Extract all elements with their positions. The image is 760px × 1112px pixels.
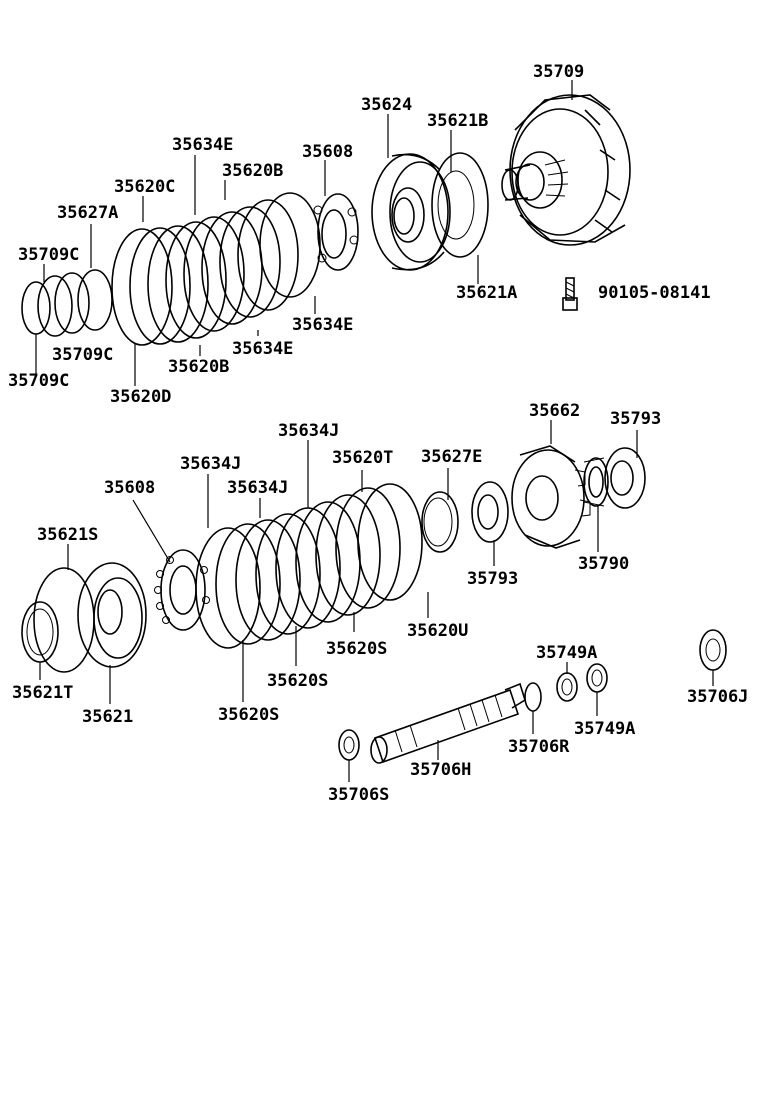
part-35608-retainer-top xyxy=(313,193,359,271)
label-35634E-top: 35634E xyxy=(172,135,233,155)
label-35634J-c: 35634J xyxy=(227,478,288,498)
label-35790: 35790 xyxy=(578,554,629,574)
label-35793-top: 35793 xyxy=(610,409,661,429)
label-35634E-bot: 35634E xyxy=(292,315,353,335)
leader-lines-lower xyxy=(39,420,714,782)
label-35634E-mid: 35634E xyxy=(232,339,293,359)
label-35620S-b: 35620S xyxy=(267,671,328,691)
label-35620U: 35620U xyxy=(407,621,468,641)
leader-lines-upper xyxy=(35,80,573,386)
label-35709C-a: 35709C xyxy=(18,245,79,265)
label-35620D: 35620D xyxy=(110,387,171,407)
label-35620B-top: 35620B xyxy=(222,161,283,181)
part-35662-outer-race xyxy=(511,445,591,549)
part-35624-piston xyxy=(371,153,451,271)
label-35749A-b: 35749A xyxy=(574,719,635,739)
label-35627A: 35627A xyxy=(57,203,118,223)
part-labels: 35709 35624 35621B 35634E 35608 35620B 3… xyxy=(8,62,748,805)
label-35621T: 35621T xyxy=(12,683,73,703)
label-35749A-a: 35749A xyxy=(536,643,597,663)
label-35624: 35624 xyxy=(361,95,412,115)
label-35620C: 35620C xyxy=(114,177,175,197)
part-35627E-snap-ring xyxy=(421,491,459,553)
label-35709: 35709 xyxy=(533,62,584,82)
label-35621A: 35621A xyxy=(456,283,517,303)
label-35709C-b: 35709C xyxy=(52,345,113,365)
label-35634J-b: 35634J xyxy=(180,454,241,474)
label-35621B: 35621B xyxy=(427,111,488,131)
label-35621: 35621 xyxy=(82,707,133,727)
label-90105-08141: 90105-08141 xyxy=(598,283,711,303)
label-35706S: 35706S xyxy=(328,785,389,805)
part-35709C-snap-rings xyxy=(21,269,113,337)
label-35620S-a: 35620S xyxy=(326,639,387,659)
label-35709C-c: 35709C xyxy=(8,371,69,391)
part-35790-bearing xyxy=(583,457,609,507)
part-90105-bolt xyxy=(562,277,578,311)
part-35621S-35621T-seals xyxy=(21,567,95,673)
label-35706R: 35706R xyxy=(508,737,570,757)
label-35793-bot: 35793 xyxy=(467,569,518,589)
label-35608-top: 35608 xyxy=(302,142,353,162)
part-35608-retainer-bottom xyxy=(154,549,210,631)
part-clutch-plates-top xyxy=(111,192,321,346)
part-35793-washers xyxy=(471,447,646,543)
label-35627E: 35627E xyxy=(421,447,482,467)
label-35662: 35662 xyxy=(529,401,580,421)
label-35620B-bot: 35620B xyxy=(168,357,229,377)
part-clutch-plates-bottom xyxy=(195,483,423,649)
part-35709-drum xyxy=(501,94,631,246)
label-35608-bot: 35608 xyxy=(104,478,155,498)
label-35621S: 35621S xyxy=(37,525,98,545)
label-35620S-c: 35620S xyxy=(218,705,279,725)
part-35621B-seal xyxy=(431,152,489,258)
label-35706H: 35706H xyxy=(410,760,471,780)
label-35706J: 35706J xyxy=(687,687,748,707)
label-35634J-a: 35634J xyxy=(278,421,339,441)
label-35620T: 35620T xyxy=(332,448,393,468)
part-35706H-shaft xyxy=(370,682,526,764)
